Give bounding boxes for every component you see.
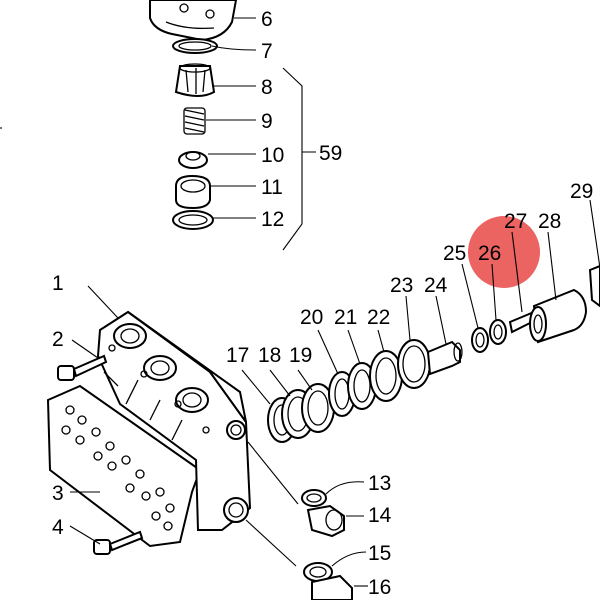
part-number-29: 29 (570, 180, 593, 203)
part-number-11: 11 (261, 176, 283, 199)
leader-lines-top (206, 17, 316, 251)
part-number-4: 4 (52, 516, 64, 539)
part-number-13: 13 (368, 472, 391, 495)
part-number-2: 2 (52, 328, 64, 351)
part-number-28: 28 (538, 210, 561, 233)
part-number-7: 7 (261, 40, 273, 63)
part-number-labels: 6 7 8 9 10 11 12 59 29 27 28 25 26 23 24… (52, 8, 593, 599)
part-number-14: 14 (368, 504, 392, 527)
part-number-25: 25 (443, 242, 466, 265)
part-number-23: 23 (390, 274, 413, 297)
part-number-1: 1 (52, 272, 64, 295)
part-number-10: 10 (261, 144, 284, 167)
highlight-circle (468, 216, 540, 288)
plug-14-drawing (301, 481, 365, 538)
manifold-drawing (46, 310, 252, 548)
part-number-27: 27 (504, 210, 527, 233)
part-number-21: 21 (334, 306, 357, 329)
plug-16-drawing (303, 551, 368, 600)
part-number-26: 26 (478, 242, 501, 265)
leader-lines-stack (69, 199, 600, 567)
part-number-12: 12 (261, 208, 284, 231)
part-number-19: 19 (289, 344, 312, 367)
part-number-16: 16 (368, 576, 391, 599)
part-number-8: 8 (261, 76, 273, 99)
part-number-20: 20 (300, 306, 323, 329)
bolt-4-drawing (93, 530, 144, 555)
part-number-17: 17 (226, 344, 249, 367)
part-number-18: 18 (258, 344, 281, 367)
part-number-9: 9 (261, 110, 273, 133)
bolt-2-drawing (57, 354, 108, 381)
seal-stack-drawing (267, 264, 600, 443)
part-number-3: 3 (52, 482, 64, 505)
part-number-59: 59 (319, 142, 342, 165)
part-number-15: 15 (368, 542, 391, 565)
part-number-6: 6 (261, 8, 273, 31)
valve-stack-drawing (149, 0, 238, 230)
part-number-24: 24 (424, 274, 448, 297)
part-number-22: 22 (367, 306, 390, 329)
